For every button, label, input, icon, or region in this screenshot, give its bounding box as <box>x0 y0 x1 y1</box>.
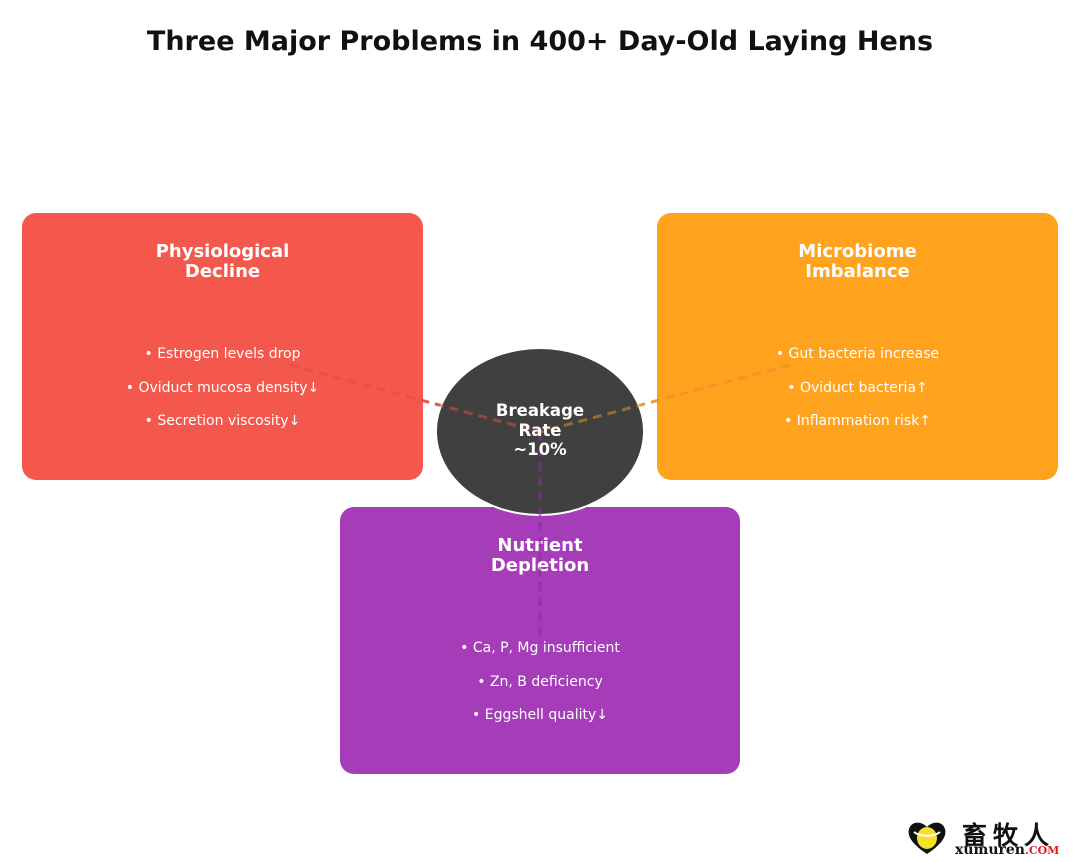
center-label-line: ~10% <box>513 440 567 459</box>
brand-logo: 畜牧人 xumuren.COM <box>906 817 1076 859</box>
list-item: • Estrogen levels drop <box>144 346 301 362</box>
list-item: • Oviduct mucosa density↓ <box>125 379 320 396</box>
card-title-line: Depletion <box>490 555 590 576</box>
card-title-line: Imbalance <box>805 261 910 282</box>
list-item: • Ca, P, Mg insufficient <box>460 640 620 656</box>
list-item: • Inflammation risk↑ <box>783 413 931 429</box>
card-physiological-decline: Physiological Decline • Estrogen levels … <box>22 213 423 480</box>
list-item: • Eggshell quality↓ <box>472 707 608 723</box>
card-title-line: Decline <box>184 261 261 282</box>
card-microbiome-imbalance: Microbiome Imbalance • Gut bacteria incr… <box>657 213 1058 480</box>
logo-text-en-suffix: .COM <box>1024 844 1060 857</box>
card-title-line: Physiological <box>155 241 290 262</box>
center-label-line: Rate <box>518 420 562 440</box>
list-item: • Zn, B deficiency <box>477 673 603 690</box>
card-item-list: • Ca, P, Mg insufficient • Zn, B deficie… <box>340 638 740 739</box>
list-item: • Secretion viscosity↓ <box>144 413 301 429</box>
card-title: Physiological Decline <box>22 242 423 282</box>
card-title: Microbiome Imbalance <box>657 242 1058 282</box>
heart-egg-icon <box>908 822 946 854</box>
list-item: • Oviduct bacteria↑ <box>787 379 928 396</box>
logo-text-cn: 畜牧人 <box>962 821 1056 850</box>
card-title-line: Microbiome <box>798 241 917 262</box>
page-title: Three Major Problems in 400+ Day-Old Lay… <box>146 26 934 57</box>
card-item-list: • Estrogen levels drop • Oviduct mucosa … <box>22 344 423 445</box>
center-label-line: Breakage <box>495 401 585 420</box>
card-nutrient-depletion: Nutrient Depletion • Ca, P, Mg insuffici… <box>340 507 740 774</box>
center-label: Breakage Rate ~10% <box>435 401 645 460</box>
card-item-list: • Gut bacteria increase • Oviduct bacter… <box>657 344 1058 445</box>
logo-text-en-name: xumuren <box>955 842 1025 858</box>
list-item: • Gut bacteria increase <box>775 346 940 362</box>
logo-text-en: xumuren.COM <box>955 842 1059 858</box>
card-title: Nutrient Depletion <box>340 536 740 576</box>
card-title-line: Nutrient <box>497 535 583 556</box>
